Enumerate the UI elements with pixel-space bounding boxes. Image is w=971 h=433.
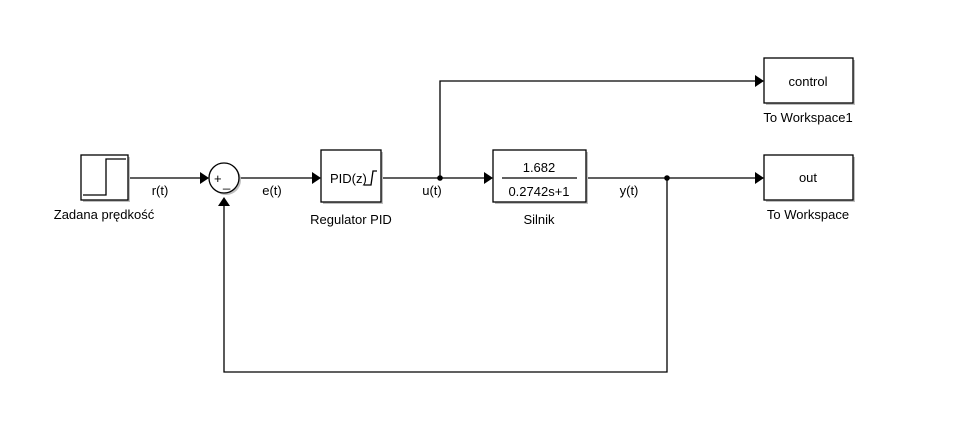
- wires: [128, 75, 764, 373]
- sum-block[interactable]: + _: [208, 162, 241, 195]
- arrow-head-icon: [484, 172, 493, 184]
- arrow-head-icon: [755, 75, 764, 87]
- pid-block[interactable]: PID(z): [320, 149, 383, 204]
- to-workspace-content: out: [799, 170, 817, 185]
- to-workspace1-block[interactable]: control: [763, 57, 855, 105]
- to-workspace1-label: To Workspace1: [763, 110, 852, 125]
- plant-block-label: Silnik: [523, 212, 555, 227]
- plant-block[interactable]: 1.682 0.2742s+1: [492, 149, 588, 204]
- plant-numerator: 1.682: [523, 160, 556, 175]
- arrow-head-icon: [200, 172, 209, 184]
- signal-label-y: y(t): [620, 183, 639, 198]
- to-workspace-block[interactable]: out: [763, 154, 855, 202]
- branch-point: [437, 175, 443, 181]
- minus-sign: _: [222, 175, 231, 190]
- arrow-head-icon: [755, 172, 764, 184]
- arrow-head-icon: [312, 172, 321, 184]
- pid-step-icon: [364, 170, 377, 186]
- signal-label-u: u(t): [422, 183, 442, 198]
- step-block-label: Zadana prędkość: [54, 207, 155, 222]
- wire-u-branch[interactable]: [439, 80, 755, 178]
- step-block[interactable]: [80, 154, 130, 202]
- wire-feedback[interactable]: [223, 178, 668, 373]
- pid-block-content: PID(z): [330, 171, 367, 186]
- pid-block-label: Regulator PID: [310, 212, 392, 227]
- plus-sign: +: [214, 171, 222, 186]
- signal-label-r: r(t): [152, 183, 169, 198]
- signal-label-e: e(t): [262, 183, 282, 198]
- plant-denominator: 0.2742s+1: [508, 184, 569, 199]
- to-workspace-label: To Workspace: [767, 207, 849, 222]
- to-workspace1-content: control: [788, 74, 827, 89]
- step-icon: [83, 158, 126, 196]
- arrow-head-icon: [218, 197, 230, 206]
